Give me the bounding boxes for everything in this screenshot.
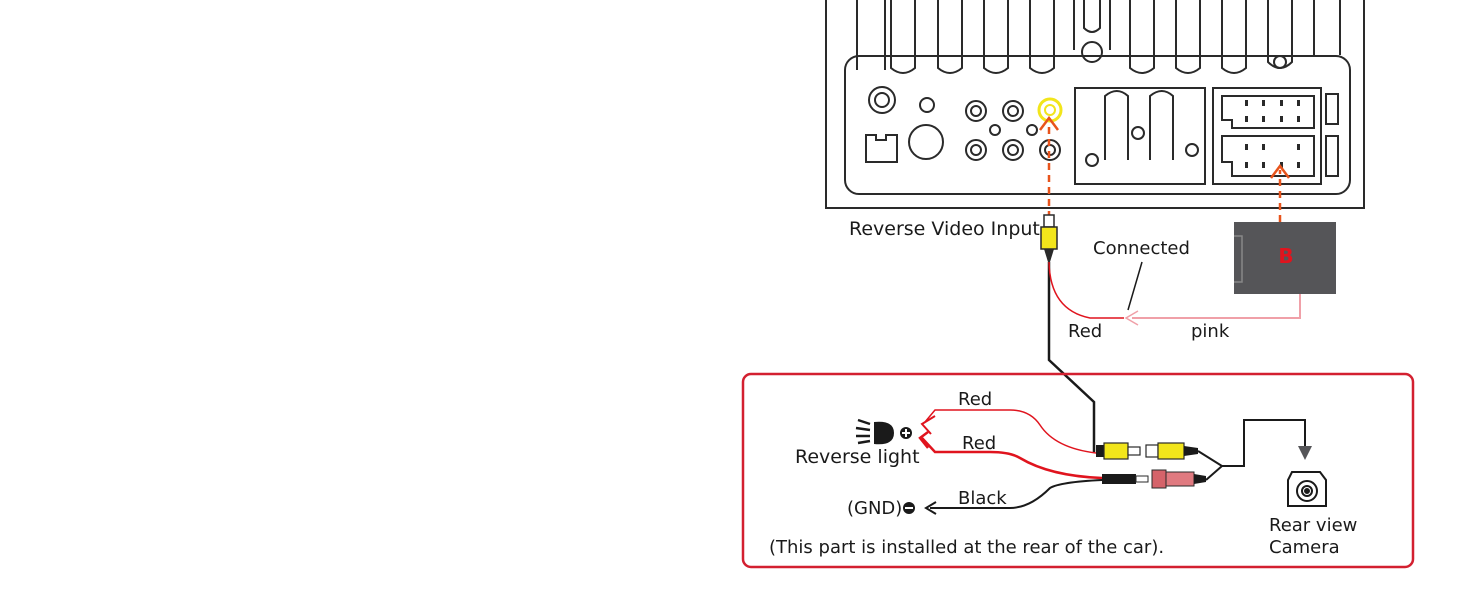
heat-sink-fins xyxy=(856,0,1341,74)
red-wire-upper-label: Red xyxy=(958,389,992,410)
red-arrow-upper xyxy=(920,415,936,435)
rear-installation-frame xyxy=(741,372,1415,569)
dashed-connection-iso xyxy=(1270,163,1290,222)
installation-note: (This part is installed at the rear of t… xyxy=(769,537,1164,558)
connected-pointer xyxy=(1127,261,1143,311)
connection-arrow xyxy=(1124,310,1139,326)
pink-trigger-wire xyxy=(1132,294,1301,319)
black-ground-wire xyxy=(930,479,1103,509)
adapter-box-label: B xyxy=(1278,244,1293,268)
connected-label: Connected xyxy=(1093,238,1190,259)
gnd-label: (GND) xyxy=(847,498,902,519)
rca-connector-pair xyxy=(1096,442,1198,460)
minus-circle-icon xyxy=(903,502,915,514)
pink-wire-label: pink xyxy=(1191,321,1230,342)
lamp-icon xyxy=(855,418,894,445)
video-rca-plug xyxy=(1040,214,1058,262)
adapter-box-b: B xyxy=(1234,222,1336,294)
camera-icon xyxy=(1287,471,1327,507)
black-arrow xyxy=(924,501,937,515)
red-wire-lower-label: Red xyxy=(962,433,996,454)
reverse-light-label: Reverse light xyxy=(795,446,920,468)
rear-view-label-line1: Rear view xyxy=(1269,515,1357,536)
video-cable-black xyxy=(1047,262,1096,452)
iso-pins xyxy=(1245,100,1300,168)
red-wire-label: Red xyxy=(1068,321,1102,342)
rear-view-label-line2: Camera xyxy=(1269,537,1340,558)
red-trigger-wire xyxy=(1048,261,1124,319)
power-connector-pair xyxy=(1102,469,1206,489)
plus-circle-icon xyxy=(900,427,912,439)
head-unit-rear-panel xyxy=(825,0,1365,209)
camera-arrow xyxy=(1298,446,1312,460)
dashed-connection-video xyxy=(1039,115,1059,218)
red-arrow-lower xyxy=(918,431,929,449)
red-wire-upper xyxy=(924,409,1097,454)
camera-cable xyxy=(1197,419,1306,481)
black-wire-label: Black xyxy=(958,488,1007,509)
reverse-video-input-label: Reverse Video Input xyxy=(849,218,1040,240)
red-wire-lower xyxy=(921,437,1103,480)
